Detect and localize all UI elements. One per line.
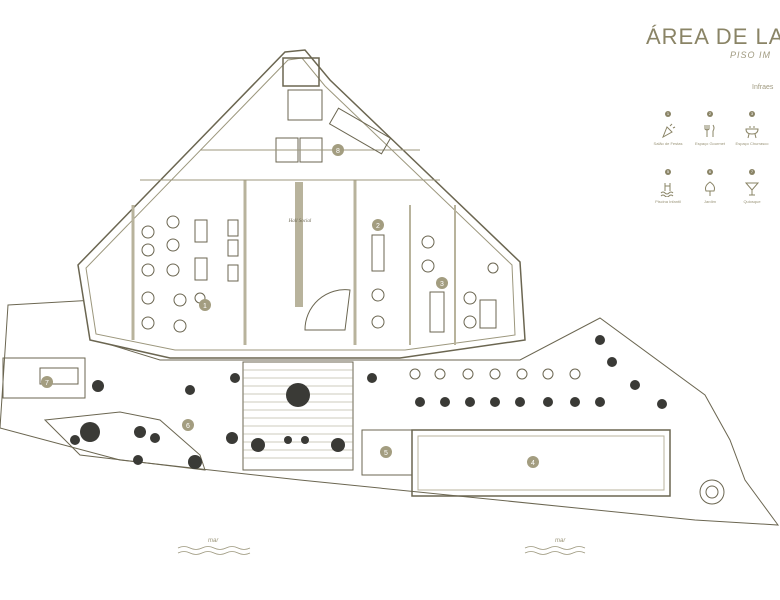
- hall-label: Hall Social: [288, 219, 312, 224]
- area-label-5: 5: [384, 450, 388, 457]
- tree-icon: [705, 181, 715, 196]
- area-label-7: 7: [45, 380, 49, 387]
- garden-6: [43, 411, 206, 471]
- legend-item-garden: 6 Jardim: [687, 160, 733, 204]
- legend-heading: Infraes: [752, 84, 774, 91]
- area-marker-5: [380, 446, 392, 458]
- garden-trees: [70, 380, 238, 469]
- area-label-8: 8: [336, 148, 340, 155]
- page-title: ÁREA DE LAZ: [646, 24, 780, 49]
- page-subtitle: PISO IM: [730, 50, 772, 60]
- cutlery-icon: [704, 124, 715, 137]
- area-marker-1: [199, 299, 211, 311]
- hall-column: [295, 182, 303, 307]
- sea-waves: [177, 546, 586, 555]
- legend-label: Espaço Churrasco: [735, 141, 769, 146]
- area-marker-2: [372, 219, 384, 231]
- spiral-stair: [304, 289, 351, 331]
- area-markers: [41, 144, 539, 468]
- legend-number: 6: [707, 169, 713, 175]
- legend-label: Salão de Festas: [653, 141, 683, 146]
- legend-number: 3: [749, 111, 755, 117]
- grill-icon: [745, 126, 759, 139]
- kiosk-table: [39, 367, 79, 385]
- area-marker-4: [527, 456, 539, 468]
- room-2-3-tables: [371, 234, 499, 333]
- area-marker-3: [436, 277, 448, 289]
- legend-number: 2: [707, 111, 713, 117]
- room-1-tables: [141, 215, 239, 333]
- area-marker-6: [182, 419, 194, 431]
- gazebo: [699, 479, 725, 505]
- area-label-4: 4: [531, 460, 535, 467]
- main-pool: [411, 429, 671, 497]
- legend-item-grill: 3 Espaço Churrasco: [729, 102, 775, 146]
- building-inner-wall: [85, 57, 516, 351]
- legend-label: Quiosque: [743, 199, 761, 204]
- legend-item-party: 1 Salão de Festas: [645, 102, 691, 146]
- terrace: [242, 361, 354, 471]
- area-label-2: 2: [376, 223, 380, 230]
- lounge-seats: [251, 436, 345, 452]
- area-label-6: 6: [186, 423, 190, 430]
- stair-core: [287, 89, 323, 121]
- area-marker-7: [41, 376, 53, 388]
- sea-label-right: mar: [555, 538, 566, 544]
- legend-item-kids-pool: 5 Piscina Infantil: [645, 160, 691, 204]
- central-plant: [286, 383, 310, 407]
- gazebo-inner: [705, 485, 719, 499]
- legend-number: 1: [665, 111, 671, 117]
- area-label-3: 3: [440, 281, 444, 288]
- legend-item-gourmet: 2 Espaço Gourmet: [687, 102, 733, 146]
- legend-item-kiosk: 7 Quiosque: [729, 160, 775, 204]
- tower-core: [282, 57, 320, 87]
- kiosk-7: [2, 357, 86, 399]
- area-marker-8: [332, 144, 344, 156]
- pool-deck-loungers: [415, 397, 605, 407]
- legend-number: 7: [749, 169, 755, 175]
- legend-number: 5: [665, 169, 671, 175]
- party-icon: [662, 123, 676, 139]
- legend-label: Piscina Infantil: [655, 199, 681, 204]
- room-8-furniture: [328, 107, 392, 155]
- cocktail-icon: [744, 182, 760, 196]
- legend-label: Jardim: [703, 199, 716, 204]
- area-label-1: 1: [203, 303, 207, 310]
- pool-icon: [660, 183, 674, 197]
- sea-label-left: mar: [208, 538, 219, 544]
- legend-label: Espaço Gourmet: [694, 141, 725, 146]
- main-pool-inner: [417, 435, 665, 491]
- palm-trees: [230, 335, 667, 409]
- pool-deck-tables: [409, 368, 581, 380]
